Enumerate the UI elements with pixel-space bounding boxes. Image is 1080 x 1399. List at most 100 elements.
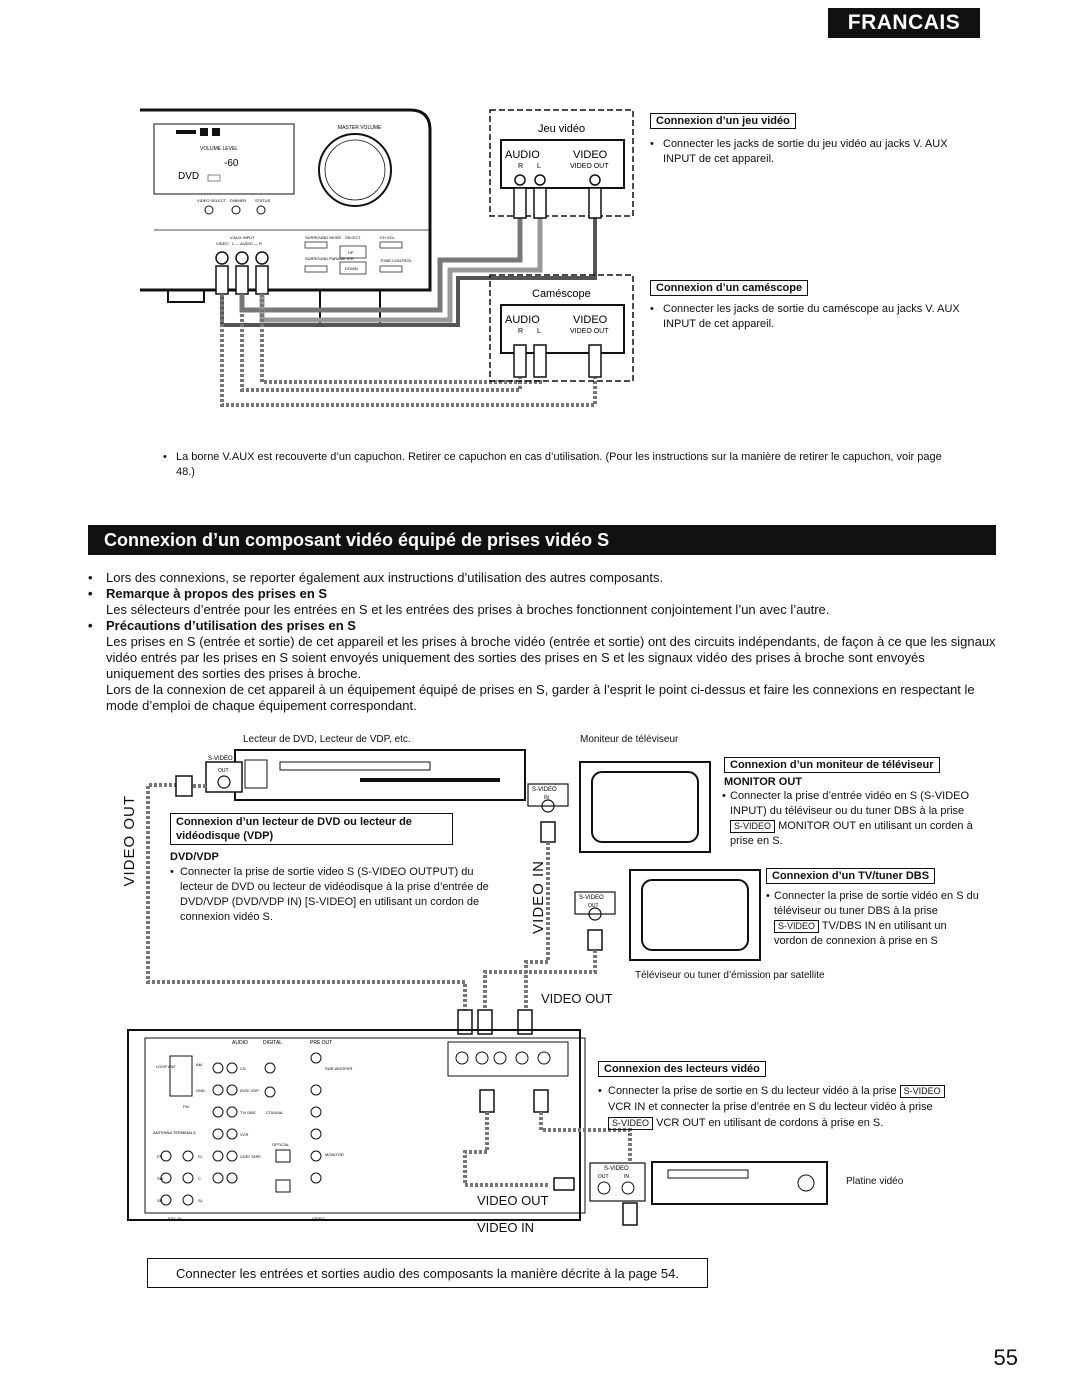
- dbs-s-video-label: S-VIDEO: [579, 895, 604, 901]
- cam-video-label: VIDEO: [573, 314, 608, 326]
- tv-text-b: MONITOR OUT en utilisant un corden à pri…: [730, 820, 973, 847]
- cam-audio-label: AUDIO: [505, 314, 540, 326]
- game-section-text: •Connecter les jacks de sortie du jeu vi…: [650, 137, 980, 167]
- section-title-bar: Connexion d’un composant vidéo équipé de…: [88, 525, 996, 555]
- tv-caption: Moniteur de téléviseur: [580, 734, 679, 745]
- vaux-connection-diagram: VOLUME LEVEL -60 DVD MASTER VOLUME VIDEO…: [140, 108, 634, 407]
- status-label: STATUS: [255, 198, 271, 203]
- rear-optical-label: OPTICAL: [272, 1142, 290, 1147]
- rear-fm-label: FM: [183, 1104, 189, 1109]
- dvd-player: S-VIDEO OUT: [205, 749, 526, 801]
- rear-coaxial-label: COAXIAL: [266, 1110, 284, 1115]
- tv-section-title: Connexion d’un moniteur de téléviseur: [724, 757, 940, 773]
- ch-vol-label: CH VOL: [380, 235, 396, 240]
- vcr-caption: Platine vidéo: [846, 1176, 904, 1187]
- tone-control-label: TONE CONTROL: [380, 258, 412, 263]
- volume-level-label: VOLUME LEVEL: [200, 146, 238, 152]
- intro-block: •Lors des connexions, se reporter égalem…: [88, 570, 996, 714]
- tv-text-a: Connecter la prise d’entrée vidéo en S (…: [730, 790, 970, 817]
- up-label: UP: [348, 250, 354, 255]
- rear-monitor-label: MONITOR: [325, 1152, 344, 1157]
- rear-gnd-label: GND: [196, 1088, 205, 1093]
- camcorder-cables: [220, 294, 597, 407]
- video-out-vertical-label: VIDEO OUT: [121, 795, 138, 887]
- rear-cdr-tape-label: CDR/ TAPE: [240, 1154, 261, 1159]
- dbs-text-a: Connecter la prise de sortie vidéo en S …: [774, 890, 979, 917]
- dvd-section-title: Connexion d’un lecteur de DVD ou lecteur…: [170, 813, 453, 845]
- camcorder-section-text: •Connecter les jacks de sortie du camésc…: [650, 302, 980, 332]
- camcorder-box: Caméscope AUDIO VIDEO R L VIDEO OUT: [489, 274, 634, 382]
- video-in-vertical-label: VIDEO IN: [530, 860, 547, 934]
- vaux-cap-note-text: La borne V.AUX est recouverte d’un capuc…: [176, 451, 942, 478]
- dbs-text-b: TV/DBS IN en utilisant un vordon de conn…: [774, 920, 947, 947]
- dvd-section-subtitle: DVD/VDP: [170, 851, 219, 863]
- receiver-plugs: [215, 265, 269, 295]
- tv-monitor: S-VIDEO IN: [527, 761, 711, 853]
- cam-r-label: R: [518, 328, 523, 335]
- master-volume-label: MASTER VOLUME: [338, 125, 382, 131]
- receiver-rear-panel: AUDIO DIGITAL PRE OUT LOOP ANT AM FM GND…: [127, 1029, 586, 1221]
- precautions-text-1: Les prises en S (entrée et sortie) de ce…: [106, 634, 996, 681]
- tv-s-video-label: S-VIDEO: [532, 787, 557, 793]
- receiver-front-panel: VOLUME LEVEL -60 DVD MASTER VOLUME VIDEO…: [140, 108, 432, 327]
- rear-loop-ant-label: LOOP ANT: [156, 1064, 176, 1069]
- dvd-section-text-body: Connecter la prise de sortie video S (S-…: [180, 866, 489, 923]
- dvd-out-label: OUT: [218, 768, 229, 774]
- vcr-out-label: OUT: [598, 1174, 609, 1180]
- vcr-s-video-tag-2: S-VIDEO: [608, 1117, 654, 1130]
- precautions-title-text: Précautions d’utilisation des prises en …: [106, 618, 356, 633]
- rear-digital-label: DIGITAL: [263, 1040, 282, 1046]
- cam-l-label: L: [537, 328, 541, 335]
- dbs-s-video-tag: S-VIDEO: [774, 920, 820, 933]
- aux-video-label: VIDEO: [216, 241, 228, 246]
- tv-section-text: • Connecter la prise d’entrée vidéo en S…: [722, 789, 994, 849]
- camcorder-label: Caméscope: [532, 288, 591, 300]
- intro-line: •Lors des connexions, se reporter égalem…: [88, 570, 664, 585]
- rear-sub-woofer-label: SUB WOOFER: [325, 1066, 352, 1071]
- vcr-text-a: Connecter la prise de sortie en S du lec…: [608, 1085, 897, 1097]
- video-out-label-2: VIDEO OUT: [477, 1193, 549, 1208]
- game-video-label: VIDEO: [573, 149, 608, 161]
- tv-in-label: IN: [544, 795, 549, 801]
- rear-ext-in-label: EXT. IN: [168, 1216, 182, 1221]
- precautions-title: •Précautions d’utilisation des prises en…: [88, 618, 356, 633]
- source-display: DVD: [178, 171, 199, 182]
- vaux-cap-note: •La borne V.AUX est recouverte d’un capu…: [163, 450, 963, 480]
- remark-title-text: Remarque à propos des prises en S: [106, 586, 328, 601]
- rear-pre-out-label: PRE OUT: [310, 1040, 332, 1046]
- vcr-section-text-body: Connecter la prise de sortie en S du lec…: [608, 1083, 960, 1131]
- game-l-label: L: [537, 163, 541, 170]
- rear-c-label: C: [198, 1176, 201, 1181]
- video-out-label: VIDEO OUT: [541, 991, 613, 1006]
- game-audio-label: AUDIO: [505, 149, 540, 161]
- dvd-s-video-label: S-VIDEO: [208, 756, 233, 762]
- s-video-connection-diagram: S-VIDEO OUT S-VIDEO IN S-VIDEO OUT: [127, 749, 828, 1226]
- camcorder-section-title: Connexion d’un caméscope: [650, 280, 809, 296]
- dbs-section-text-body: Connecter la prise de sortie vidéo en S …: [774, 889, 981, 949]
- tv-dbs-unit: S-VIDEO OUT: [574, 869, 761, 961]
- vcr-section-title: Connexion des lecteurs vidéo: [598, 1061, 766, 1077]
- dvd-caption: Lecteur de DVD, Lecteur de VDP, etc.: [243, 734, 411, 745]
- satellite-caption: Téléviseur ou tuner d’émission par satel…: [635, 970, 825, 981]
- v-aux-input-label: V.AUX INPUT: [230, 235, 255, 240]
- rear-vcr-label: VCR: [240, 1132, 249, 1137]
- rear-fl-label: FL: [198, 1154, 203, 1159]
- video-in-label: VIDEO IN: [477, 1220, 535, 1235]
- dbs-section-title: Connexion d’un TV/tuner DBS: [766, 868, 936, 884]
- select-label: SELECT: [345, 235, 361, 240]
- rear-sr-label: SR: [157, 1198, 163, 1203]
- game-device-label: Jeu vidéo: [538, 123, 585, 135]
- rear-dvd-vdp-label: DVD/ VDP: [240, 1088, 259, 1093]
- dvd-section-text: •Connecter la prise de sortie video S (S…: [170, 866, 489, 923]
- tv-cables: [483, 842, 597, 1025]
- game-section-title: Connexion d’un jeu vidéo: [650, 113, 796, 129]
- game-video-out-label: VIDEO OUT: [570, 163, 609, 170]
- vcr-text-b: VCR IN et connecter la prise d’entrée en…: [608, 1101, 933, 1113]
- game-r-label: R: [518, 163, 523, 170]
- vcr-s-video-label: S-VIDEO: [604, 1166, 629, 1172]
- rear-antenna-label: ANTENNA TERMINALS: [153, 1130, 196, 1135]
- rear-sw-label: SW: [157, 1176, 164, 1181]
- rear-tv-dbs-label: TV/ DBS: [240, 1110, 256, 1115]
- page-number: 55: [993, 1345, 1018, 1370]
- aux-audio-label: L — AUDIO — R: [232, 241, 262, 246]
